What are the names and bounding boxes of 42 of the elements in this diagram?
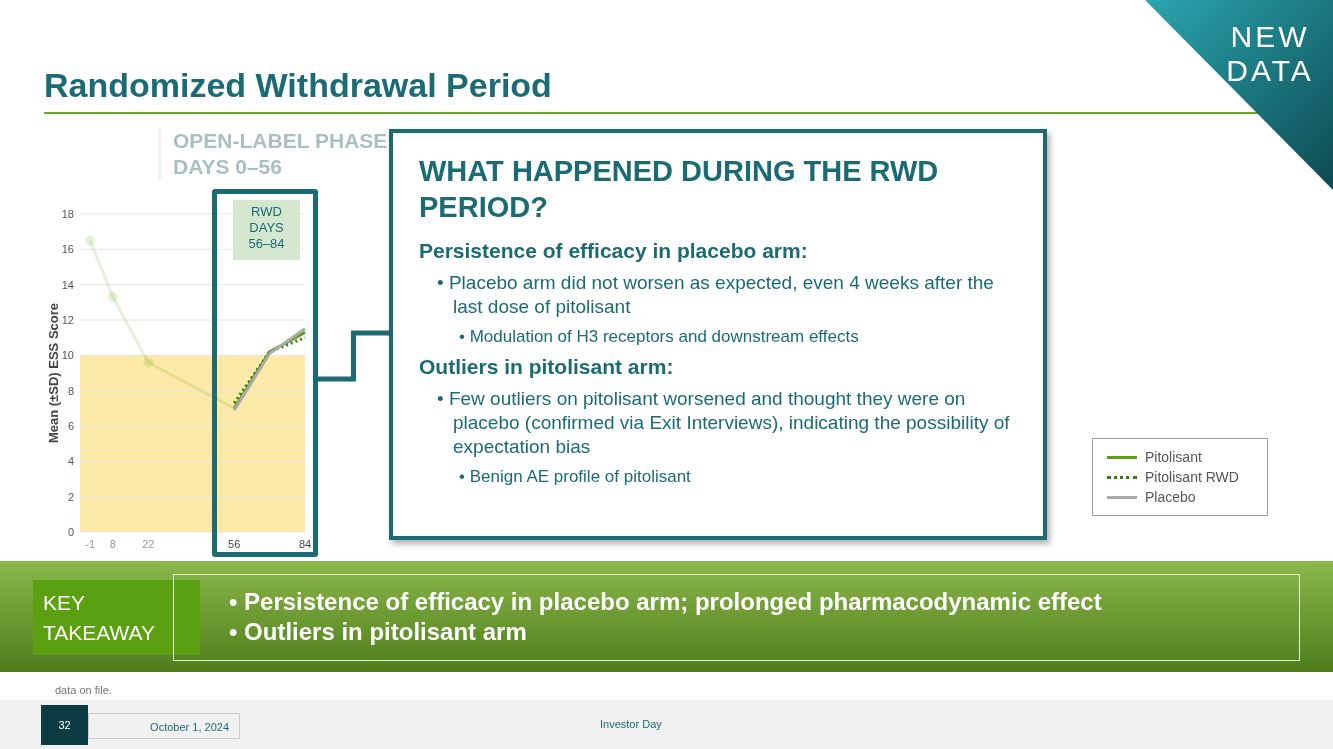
bullet-text: • Outliers in pitolisant arm — [229, 617, 528, 647]
axis-tick-label: 56 — [228, 538, 241, 550]
legend-label: Pitolisant RWD — [1145, 469, 1239, 485]
callout-box — [389, 129, 1047, 540]
callout-heading: WHAT HAPPENED DURING THE RWD PERIOD? — [419, 154, 939, 225]
period-label: RWD DAYS 56–84 — [233, 200, 300, 260]
axis-tick-label: 84 — [298, 538, 312, 550]
axis-title: Mean (±SD) ESS Score — [46, 302, 61, 444]
axis-tick-label: 14 — [61, 278, 74, 291]
footnote: data on file. — [55, 684, 112, 696]
bullet-text: • Benign AE profile of pitolisant — [458, 466, 692, 488]
section-heading: Persistence of efficacy in placebo arm: — [419, 239, 809, 263]
axis-tick-label: 12 — [61, 314, 74, 326]
axis-tick-label: 4 — [67, 455, 74, 468]
corner-banner — [1145, 0, 1333, 190]
axis-tick-label: 0 — [67, 526, 74, 538]
bullet-text: • Persistence of efficacy in placebo arm; prolonged pharmacodynamic effect — [229, 587, 1103, 617]
slide-title: Randomized Withdrawal Period — [44, 66, 552, 105]
takeaway-tag: KEY TAKEAWAY — [33, 580, 200, 655]
section-heading: Outliers in pitolisant arm: — [419, 355, 675, 379]
axis-tick-label: 8 — [109, 538, 116, 550]
axis-tick-label: 6 — [67, 420, 74, 432]
axis-tick-label: 18 — [61, 208, 74, 220]
footer-text: Investor Day — [600, 718, 662, 730]
bullet-text: • Placebo arm did not worsen as expected, even 4 weeks after the last dose of pitolisant — [436, 271, 995, 319]
axis-tick-label: 10 — [61, 349, 74, 362]
banner-text: NEW DATA — [1225, 20, 1315, 88]
axis-tick-label: -1 — [85, 538, 95, 550]
page-number: 32 — [41, 705, 88, 745]
takeaway-box — [173, 574, 1300, 661]
axis-tick-label: 8 — [67, 384, 74, 397]
axis-tick-label: 22 — [142, 538, 155, 550]
bullet-text: • Few outliers on pitolisant worsened and thought they were on placebo (confirmed via Exit Interviews), indicating the possibility of expectation bias — [436, 387, 1011, 459]
legend-label: Pitolisant — [1145, 449, 1202, 465]
phase-label: OPEN-LABEL PHASE DAYS 0–56 — [158, 128, 393, 180]
legend-label: Placebo — [1145, 489, 1196, 505]
connector-line — [318, 330, 389, 382]
bullet-text: • Modulation of H3 receptors and downstream effects — [458, 326, 860, 348]
axis-tick-label: 2 — [67, 490, 74, 503]
highlight-frame — [212, 189, 318, 557]
date-label: October 1, 2024 — [88, 713, 240, 739]
axis-tick-label: 16 — [61, 243, 74, 256]
